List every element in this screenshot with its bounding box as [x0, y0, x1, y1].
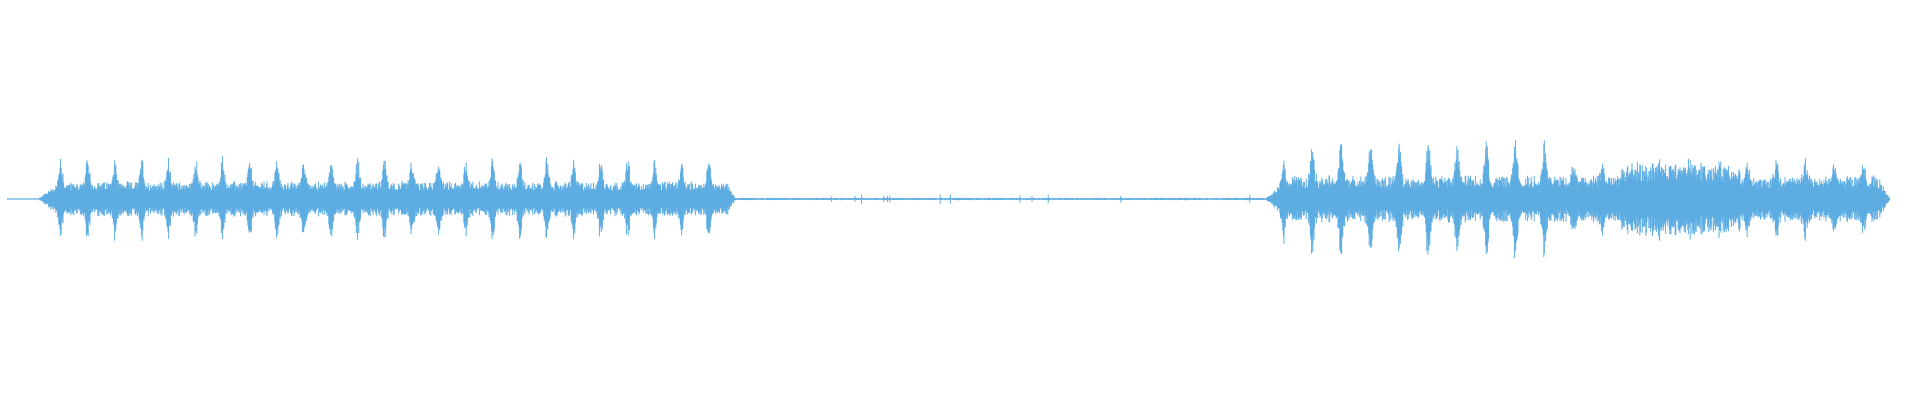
waveform-signal: [39, 140, 1890, 258]
